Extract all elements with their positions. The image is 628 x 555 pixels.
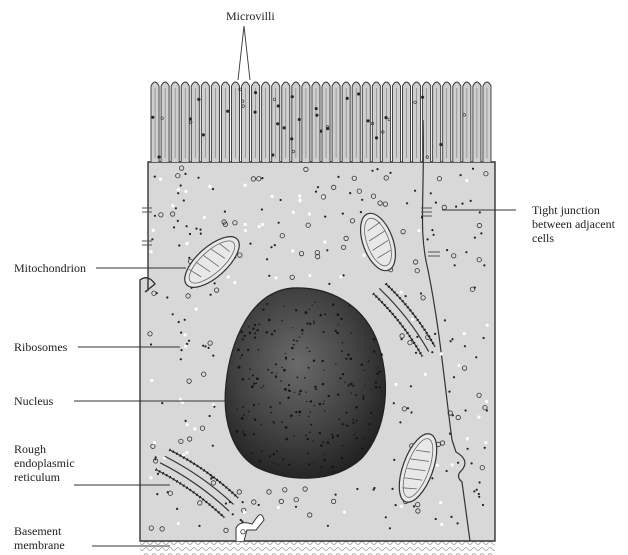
label-rough-er: Rough endoplasmic reticulum	[14, 442, 75, 484]
label-basement-membrane: Basement membrane	[14, 524, 65, 552]
label-ribosomes: Ribosomes	[14, 340, 67, 354]
label-tight-junction: Tight junction between adjacent cells	[532, 203, 615, 245]
label-microvilli: Microvilli	[226, 9, 275, 23]
microvilli	[151, 82, 491, 162]
label-mitochondrion: Mitochondrion	[14, 261, 86, 275]
nucleus	[225, 288, 385, 478]
label-nucleus: Nucleus	[14, 394, 53, 408]
basement-membrane	[140, 540, 495, 555]
